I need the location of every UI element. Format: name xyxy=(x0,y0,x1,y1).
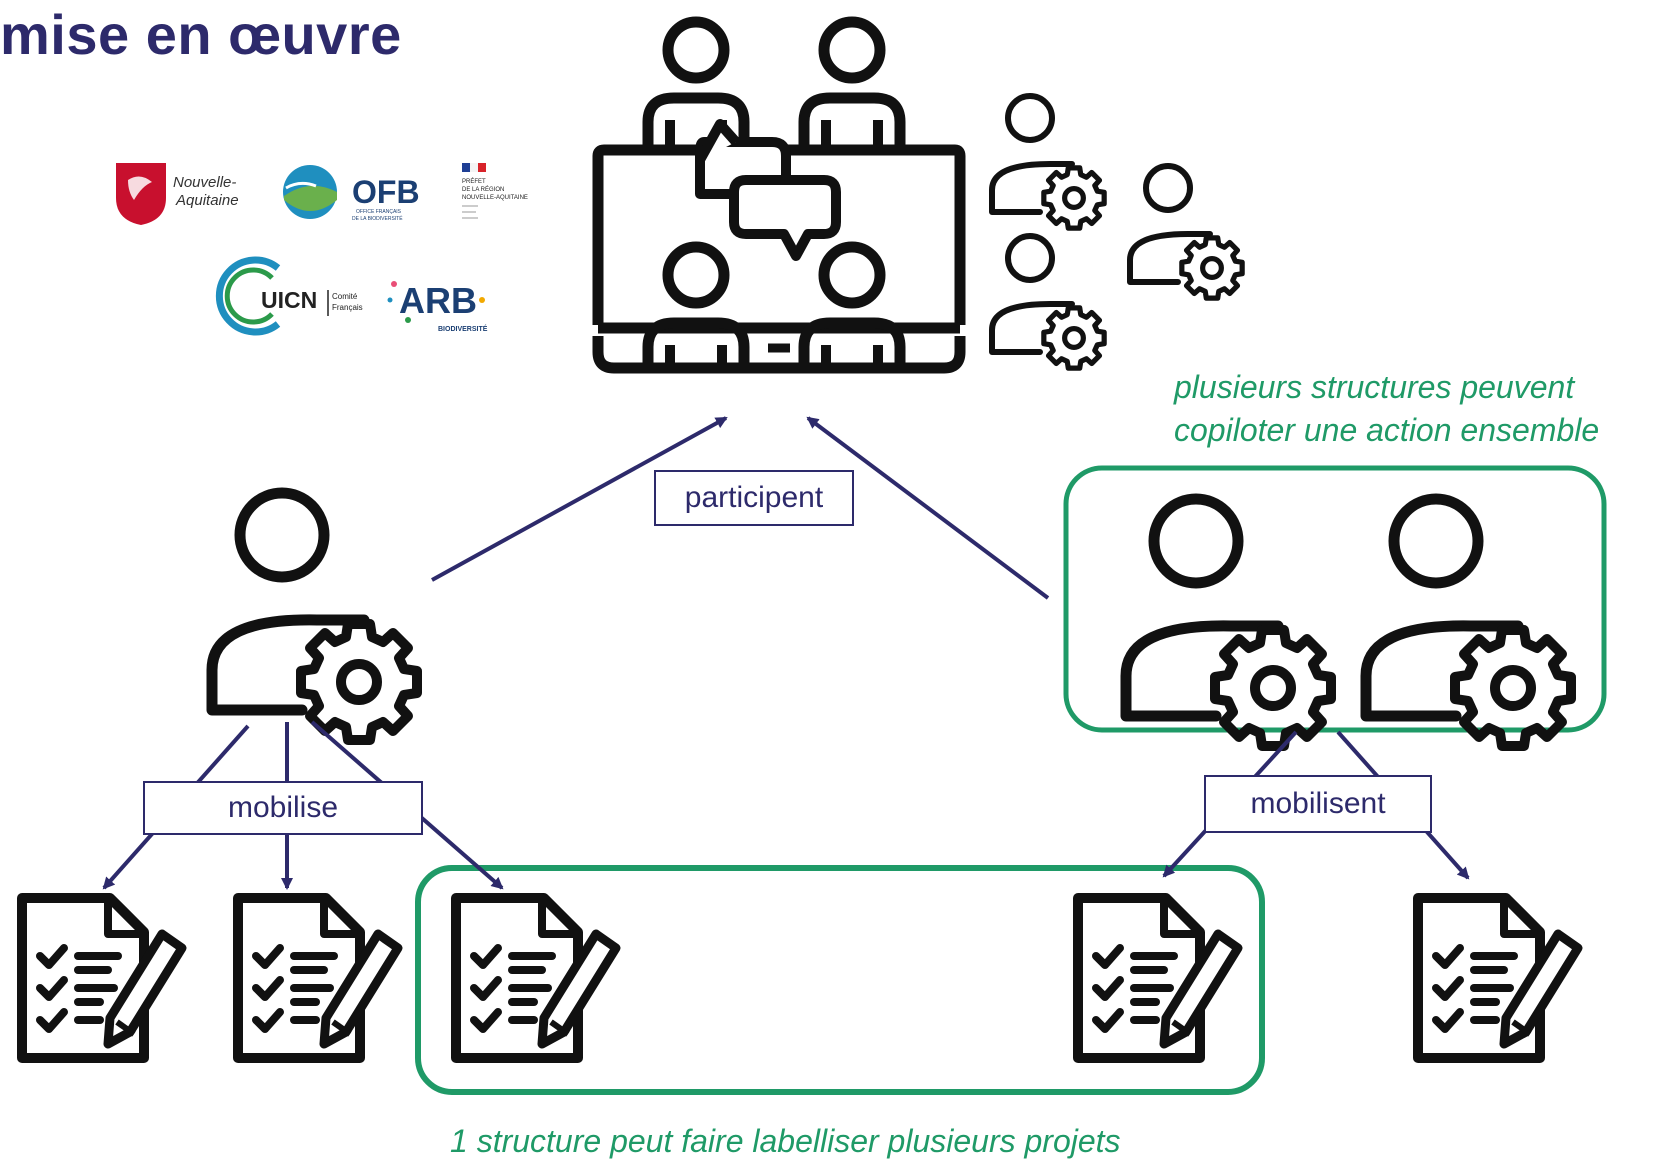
label-mobilisent: mobilisent xyxy=(1204,775,1432,833)
logo-nouvelle-aquitaine: Nouvelle- Aquitaine xyxy=(116,163,239,225)
logo-ofb: OFB OFFICE FRANÇAIS DE LA BIODIVERSITÉ xyxy=(283,165,420,222)
page-title: mise en œuvre xyxy=(0,3,402,66)
person-gear-small-icon-3 xyxy=(1130,166,1242,298)
copilot-note-line2: copiloter une action ensemble xyxy=(1174,412,1600,448)
checklist-doc-icon-5 xyxy=(1418,898,1578,1058)
logo-prefet: PRÉFET DE LA RÉGION NOUVELLE-AQUITAINE xyxy=(462,163,528,219)
copilot-note: plusieurs structures peuvent copiloter u… xyxy=(1174,366,1674,452)
arb-text: ARB xyxy=(399,280,477,321)
uicn-ring-icon xyxy=(215,256,281,336)
ofb-sub1: OFFICE FRANÇAIS xyxy=(356,209,402,215)
nouvelle-aquitaine-line2: Aquitaine xyxy=(175,192,239,209)
projects-group-frame xyxy=(415,865,1265,1095)
nouvelle-aquitaine-line1: Nouvelle- xyxy=(173,174,236,191)
label-participent: participent xyxy=(654,470,854,526)
label-mobilise: mobilise xyxy=(143,781,423,835)
ofb-sub2: DE LA BIODIVERSITÉ xyxy=(352,215,403,222)
uicn-sub1: Comité xyxy=(332,292,358,301)
person-gear-icon-right-2 xyxy=(1366,499,1571,746)
shield-icon xyxy=(116,163,166,225)
labelliser-note: 1 structure peut faire labelliser plusie… xyxy=(450,1123,1121,1159)
checklist-doc-icon-3 xyxy=(456,898,616,1058)
arrow-participent-right xyxy=(806,416,1050,600)
copilot-group-frame xyxy=(1063,465,1607,733)
logo-arb: ARB BIODIVERSITÉ xyxy=(387,280,488,333)
person-gear-small-icon-2 xyxy=(992,236,1104,368)
meeting-screen-icon xyxy=(592,22,966,373)
uicn-text: UICN xyxy=(261,287,317,313)
checklist-doc-icon-2 xyxy=(238,898,398,1058)
logo-uicn: UICN Comité Français xyxy=(215,256,363,336)
arb-sub: BIODIVERSITÉ xyxy=(438,324,488,333)
prefet-line1: PRÉFET xyxy=(462,178,486,185)
uicn-sub2: Français xyxy=(332,303,363,312)
person-gear-icon-right-1 xyxy=(1126,499,1331,746)
checklist-doc-icon-4 xyxy=(1078,898,1238,1058)
arrow-participent-left xyxy=(431,416,728,582)
checklist-doc-icon-1 xyxy=(22,898,182,1058)
ofb-text: OFB xyxy=(352,174,420,210)
prefet-line2: DE LA RÉGION xyxy=(462,186,504,193)
person-gear-small-icon-1 xyxy=(992,96,1104,228)
copilot-note-line1: plusieurs structures peuvent xyxy=(1174,369,1575,405)
prefet-line3: NOUVELLE-AQUITAINE xyxy=(462,195,528,201)
person-gear-icon-left xyxy=(212,493,417,740)
